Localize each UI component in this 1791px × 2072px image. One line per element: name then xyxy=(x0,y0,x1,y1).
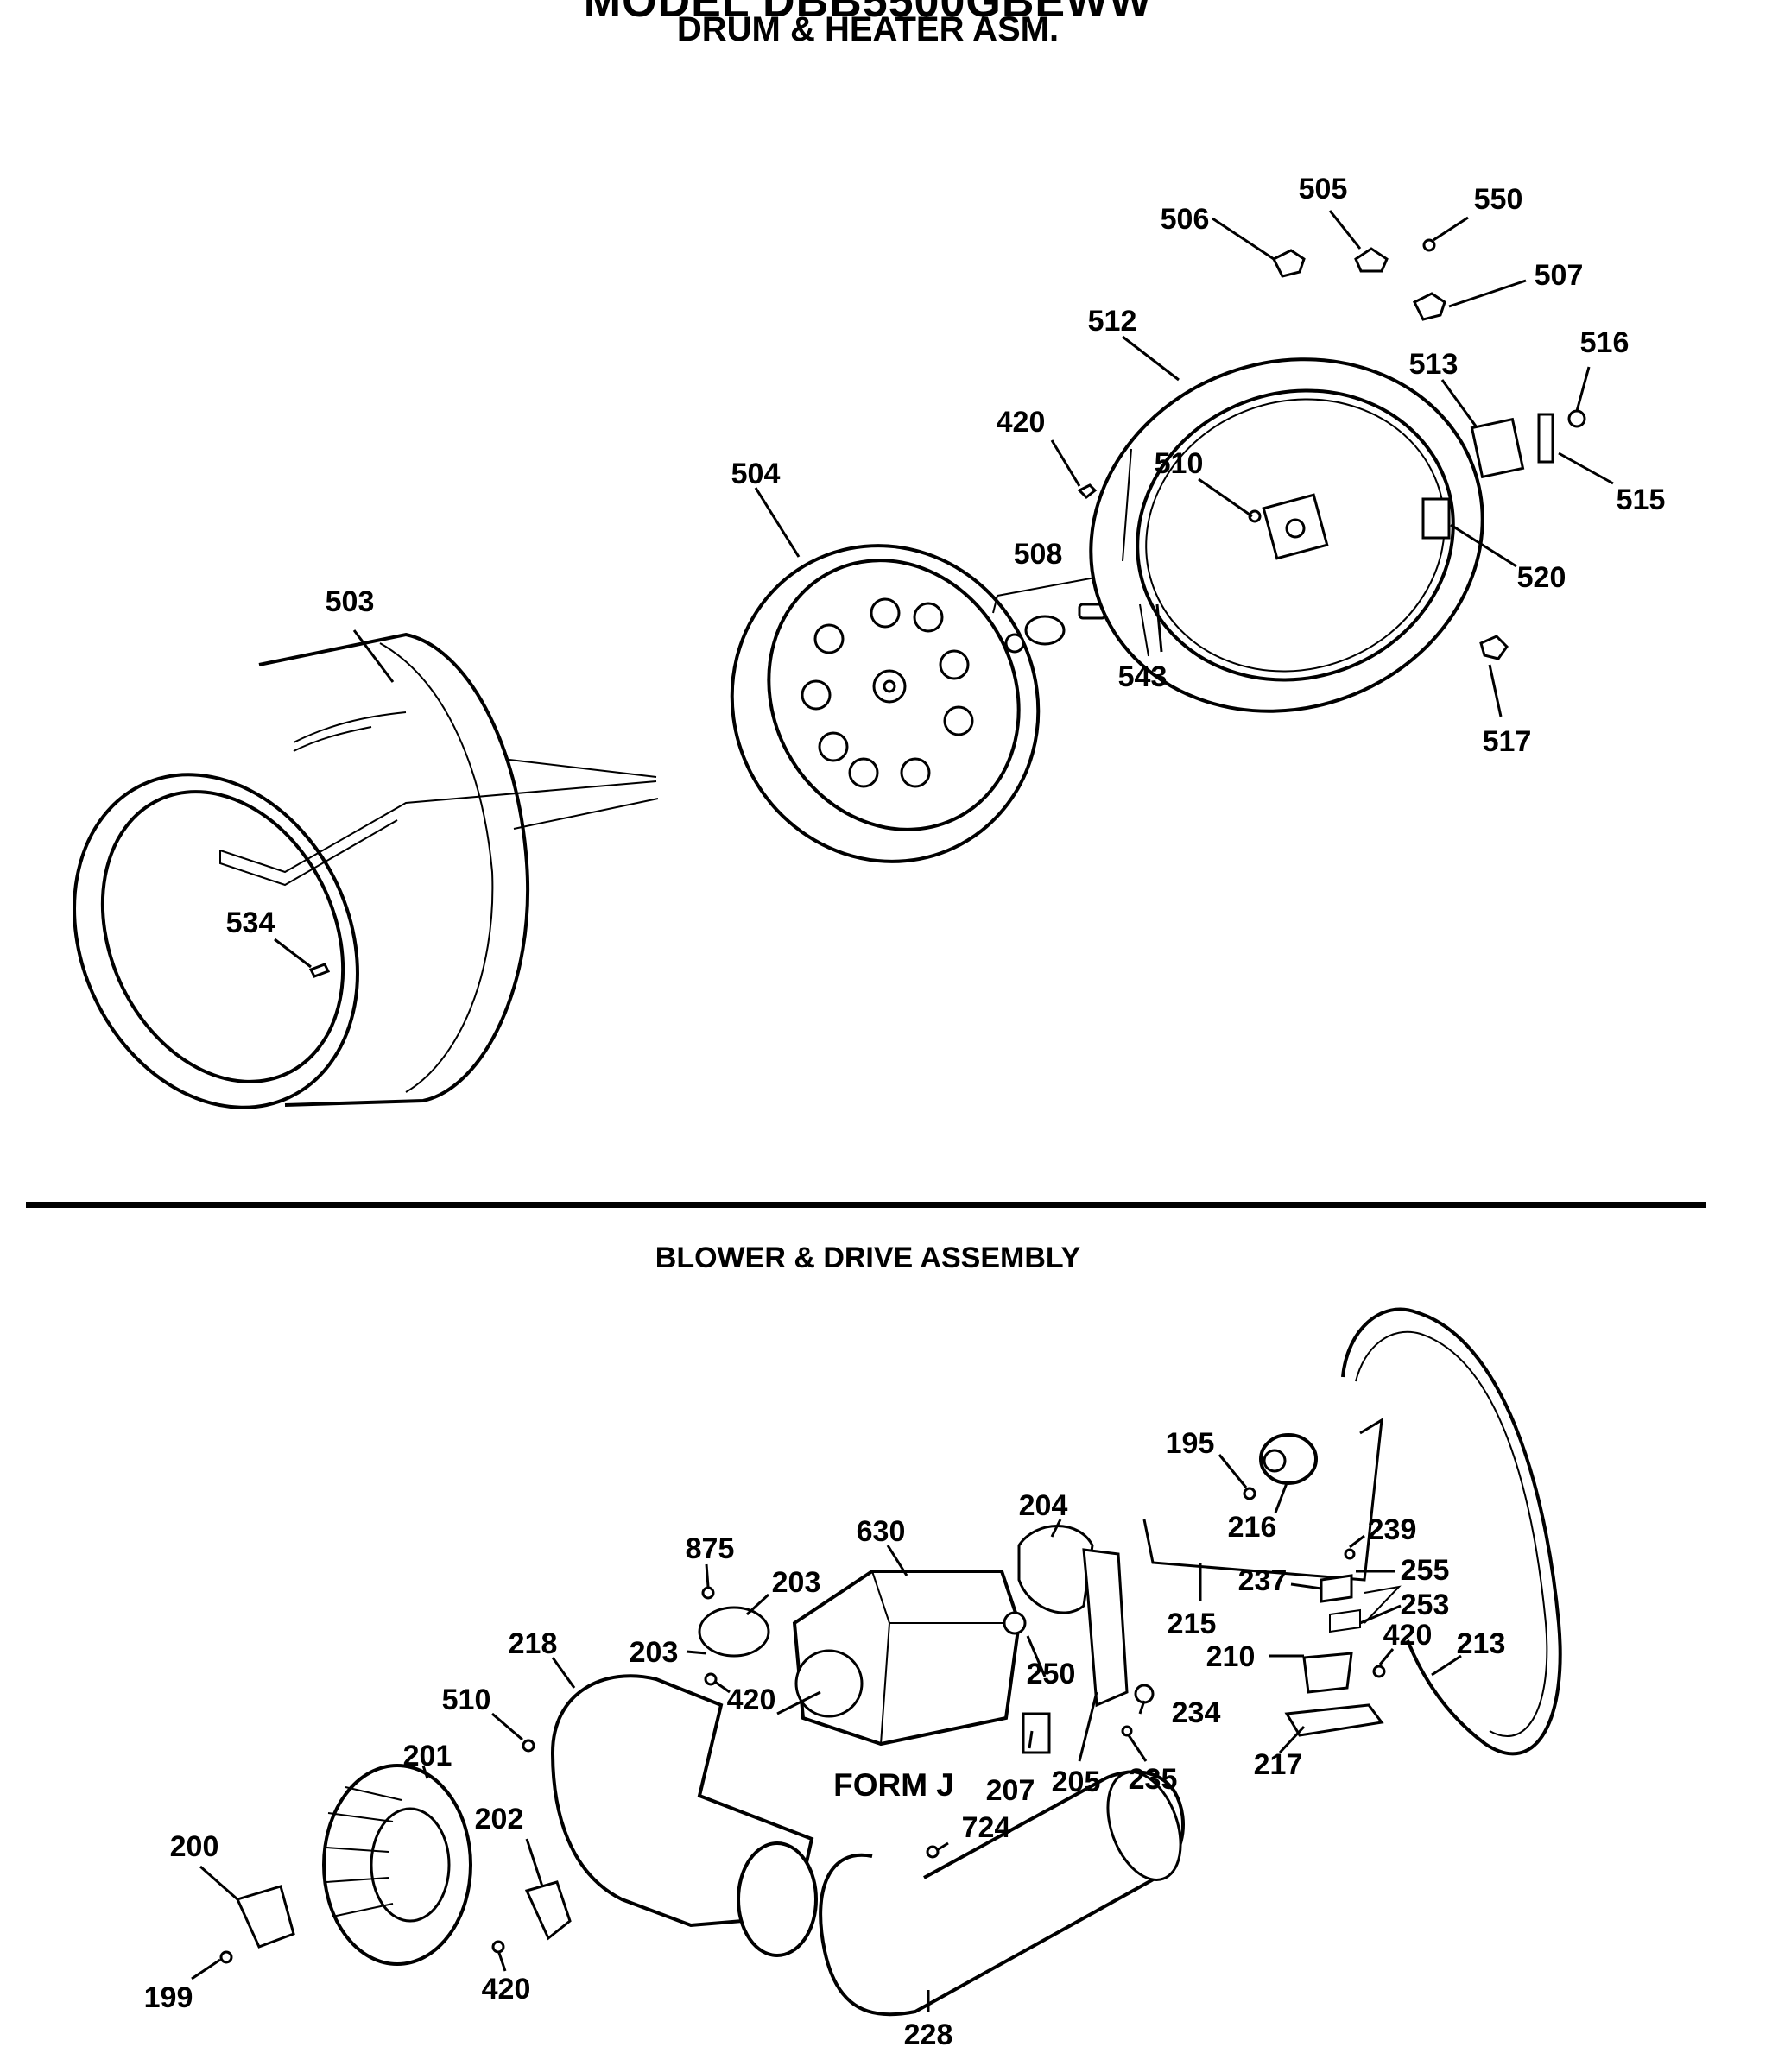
callout-228: 228 xyxy=(904,2018,953,2051)
callout-195: 195 xyxy=(1166,1427,1215,1460)
callout-203-upper: 203 xyxy=(772,1566,821,1599)
callout-204: 204 xyxy=(1019,1489,1068,1522)
callout-237: 237 xyxy=(1238,1564,1288,1597)
model-title: MODEL DBB5500GBEWW xyxy=(583,0,1153,27)
drum-section-title: DRUM & HEATER ASM. xyxy=(676,10,1060,48)
callout-205: 205 xyxy=(1052,1766,1101,1798)
callout-505: 505 xyxy=(1299,173,1348,205)
callout-630: 630 xyxy=(857,1515,906,1548)
callout-420-motor: 420 xyxy=(727,1684,776,1716)
callout-534: 534 xyxy=(226,906,275,939)
callout-508: 508 xyxy=(1014,538,1063,571)
callout-201: 201 xyxy=(403,1740,452,1772)
callout-250: 250 xyxy=(1027,1658,1076,1690)
blower-section-title: BLOWER & DRIVE ASSEMBLY xyxy=(655,1241,1081,1274)
drum-small-parts xyxy=(308,238,1586,978)
callout-504: 504 xyxy=(731,458,781,490)
callout-210: 210 xyxy=(1206,1640,1256,1673)
callout-207: 207 xyxy=(986,1774,1035,1807)
callout-420-drum: 420 xyxy=(997,406,1046,439)
callout-199: 199 xyxy=(144,1981,193,2014)
callout-235: 235 xyxy=(1129,1763,1178,1796)
drum-leader-lines xyxy=(274,210,1614,969)
callout-213: 213 xyxy=(1457,1627,1506,1660)
callout-515: 515 xyxy=(1617,483,1666,516)
callout-510-blower: 510 xyxy=(442,1684,491,1716)
callout-202: 202 xyxy=(475,1803,524,1835)
callout-218: 218 xyxy=(509,1627,558,1660)
callout-234: 234 xyxy=(1172,1696,1221,1729)
callout-543: 543 xyxy=(1118,660,1168,693)
callout-513: 513 xyxy=(1409,348,1459,381)
callout-420-bracket: 420 xyxy=(1383,1619,1433,1652)
callout-216: 216 xyxy=(1228,1511,1277,1544)
callout-215: 215 xyxy=(1168,1608,1217,1640)
callout-510: 510 xyxy=(1155,447,1204,480)
blower-leader-lines xyxy=(191,1454,1462,2012)
callout-724: 724 xyxy=(962,1811,1011,1844)
blower-callouts: 195 199 200 201 202 203 203 204 205 207 … xyxy=(144,1427,1506,2051)
callout-217: 217 xyxy=(1254,1748,1303,1781)
callout-200: 200 xyxy=(170,1830,219,1863)
callout-517: 517 xyxy=(1483,725,1532,758)
drum-back-part xyxy=(730,544,1041,863)
blower-art xyxy=(219,1307,1562,2017)
callout-550: 550 xyxy=(1474,183,1523,216)
drum-callouts: 503 504 505 506 507 508 510 512 513 515 … xyxy=(226,173,1666,939)
callout-507: 507 xyxy=(1535,259,1584,292)
callout-420-wheel: 420 xyxy=(482,1973,531,2006)
callout-203-lower: 203 xyxy=(630,1636,679,1669)
rear-bulkhead-part xyxy=(1089,357,1484,713)
callout-875: 875 xyxy=(686,1532,735,1565)
callout-512: 512 xyxy=(1088,305,1137,338)
callout-506: 506 xyxy=(1161,203,1210,236)
drum-part xyxy=(73,632,659,1109)
callout-503: 503 xyxy=(326,585,375,618)
callout-255: 255 xyxy=(1401,1554,1450,1587)
section-divider xyxy=(26,1202,1706,1208)
callout-516: 516 xyxy=(1580,326,1630,359)
callout-520: 520 xyxy=(1517,561,1566,594)
form-label: FORM J xyxy=(833,1767,954,1803)
callout-239: 239 xyxy=(1368,1513,1417,1546)
callout-253: 253 xyxy=(1401,1589,1450,1621)
